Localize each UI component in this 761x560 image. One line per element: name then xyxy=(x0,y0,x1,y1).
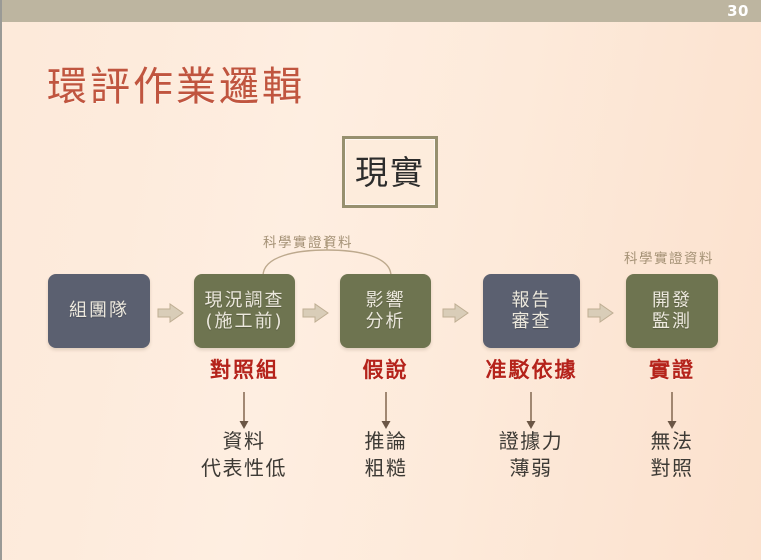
arrow-right-icon xyxy=(587,303,615,323)
reality-box: 現實 xyxy=(342,136,438,208)
page-number: 30 xyxy=(727,2,749,20)
slide-top-bar: 30 xyxy=(2,0,761,22)
process-box-label-2: (施工前) xyxy=(205,311,284,332)
arrow-down-icon xyxy=(665,392,679,430)
process-box-label: 組團隊 xyxy=(69,300,129,322)
process-box-label-2: 分析 xyxy=(365,311,406,332)
note-weak-evidence: 證據力 薄弱 xyxy=(456,428,606,482)
process-box-label-2: 監測 xyxy=(652,311,692,332)
note-inference-crude: 推論 粗糙 xyxy=(311,428,461,482)
process-box-label-2: 審查 xyxy=(511,311,552,332)
process-box-baseline-survey[interactable]: 現況調查 (施工前) xyxy=(194,274,295,348)
process-box-label: 開發 xyxy=(652,289,692,311)
arrow-right-icon xyxy=(442,303,470,323)
process-box-development-monitoring[interactable]: 開發 監測 xyxy=(626,274,718,348)
arrow-down-icon xyxy=(237,392,251,430)
arrow-down-icon xyxy=(524,392,538,430)
arrow-right-icon xyxy=(302,303,330,323)
note-no-comparison: 無法 對照 xyxy=(597,428,747,482)
note-line-2: 粗糙 xyxy=(364,456,408,480)
process-box-team-formation[interactable]: 組團隊 xyxy=(48,274,150,348)
caption-control-group: 對照組 xyxy=(210,358,279,382)
note-data-representativeness: 資料 代表性低 xyxy=(169,428,319,482)
bracket-connector-icon xyxy=(257,236,397,278)
annotation-scientific-evidence-left: 科學實證資料 xyxy=(263,235,353,251)
note-line-2: 代表性低 xyxy=(201,456,287,480)
note-line-2: 對照 xyxy=(650,456,694,480)
caption-evidence: 實證 xyxy=(649,358,695,382)
reality-label: 現實 xyxy=(355,152,425,192)
process-box-label: 影響 xyxy=(365,289,406,311)
note-line-1: 證據力 xyxy=(498,429,564,453)
process-box-label: 現況調查 xyxy=(204,289,285,311)
note-line-1: 無法 xyxy=(650,429,694,453)
arrow-down-icon xyxy=(379,392,393,430)
note-line-1: 資料 xyxy=(222,429,266,453)
caption-hypothesis: 假說 xyxy=(362,358,409,382)
annotation-scientific-evidence-right: 科學實證資料 xyxy=(624,251,714,267)
process-box-impact-analysis[interactable]: 影響 分析 xyxy=(340,274,431,348)
note-line-1: 推論 xyxy=(364,429,408,453)
page-title: 環評作業邏輯 xyxy=(47,64,305,110)
process-box-label: 報告 xyxy=(511,289,552,311)
note-line-2: 薄弱 xyxy=(509,456,553,480)
process-box-report-review[interactable]: 報告 審查 xyxy=(483,274,580,348)
caption-approval-basis: 准駁依據 xyxy=(485,358,578,382)
arrow-right-icon xyxy=(157,303,185,323)
